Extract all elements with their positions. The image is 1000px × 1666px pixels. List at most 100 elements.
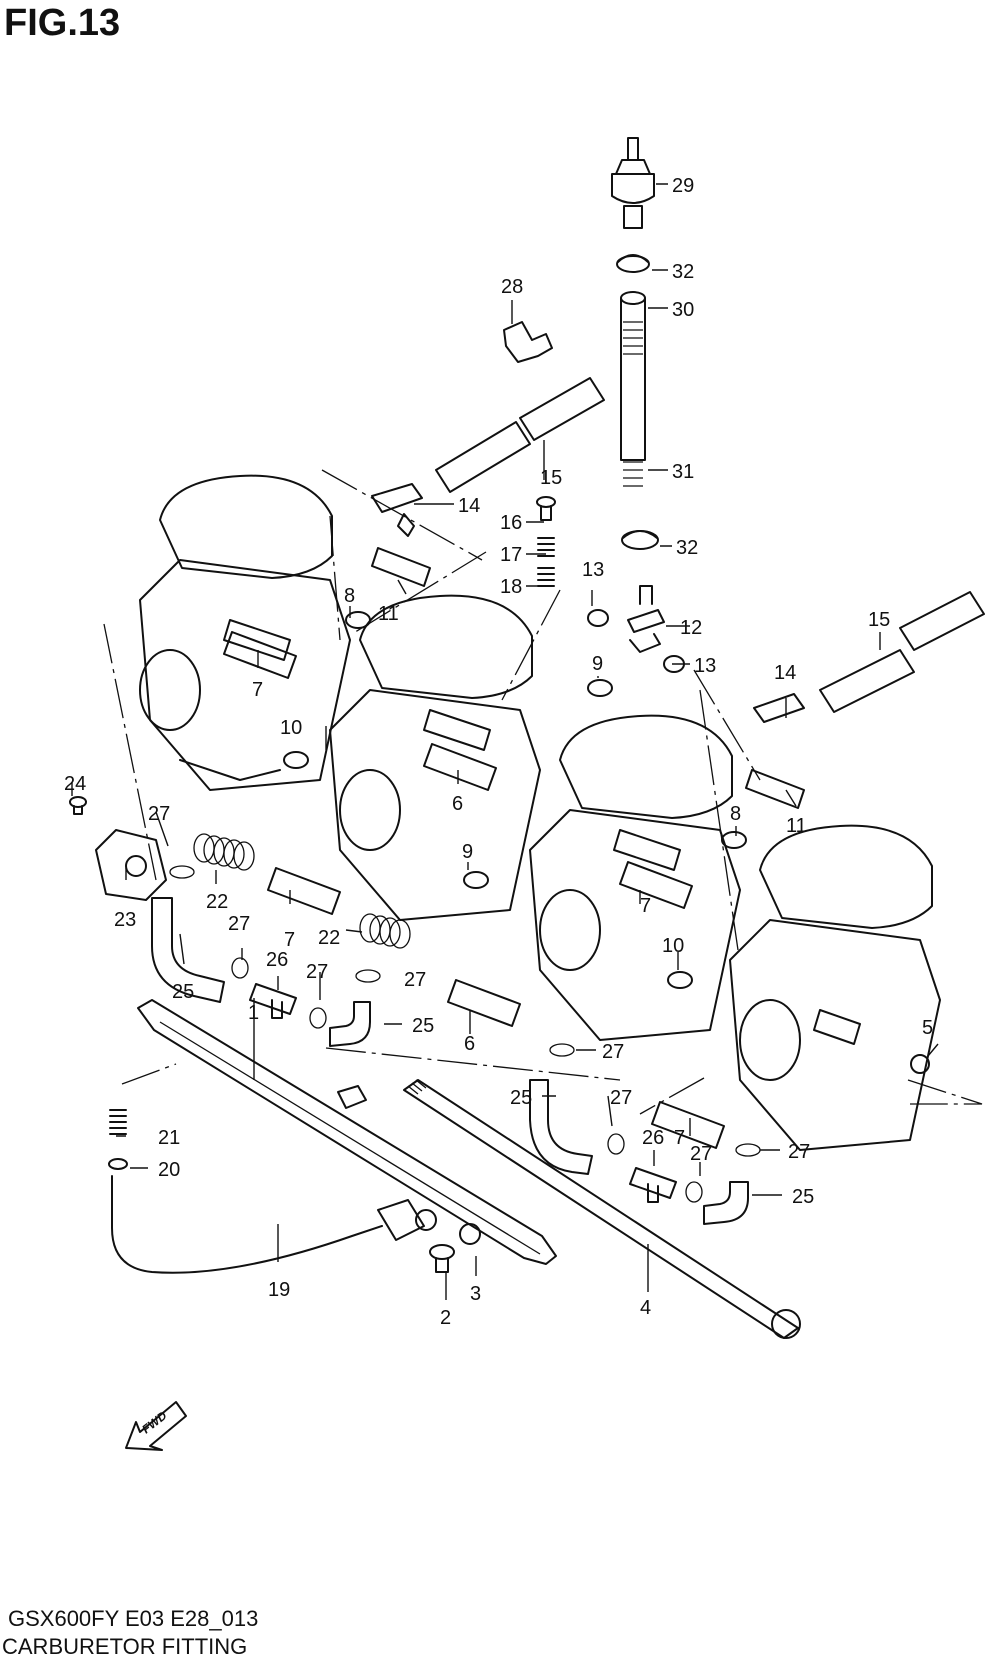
fuel-hose	[620, 291, 646, 487]
washer-20	[108, 1158, 128, 1170]
hose-7c	[619, 861, 693, 909]
callout-29: 29	[672, 175, 694, 197]
callout-11: 11	[786, 815, 807, 837]
callout-15: 15	[540, 467, 562, 489]
callout-20: 20	[158, 1159, 180, 1181]
choke-cable	[111, 1175, 437, 1274]
callout-27: 27	[610, 1087, 632, 1109]
callout-26: 26	[266, 949, 288, 971]
callout-8: 8	[344, 585, 355, 607]
clip-27f	[607, 1133, 625, 1155]
cap-10b	[667, 971, 693, 989]
carburetor-3	[529, 714, 741, 1041]
callout-25: 25	[792, 1186, 814, 1208]
vent-hose-upper-right	[753, 591, 985, 723]
callout-16: 16	[500, 512, 522, 534]
cap-9b	[463, 871, 489, 889]
carburetor-2	[329, 594, 541, 921]
cap-9a	[587, 679, 613, 697]
fuel-filter	[611, 137, 655, 229]
callout-14: 14	[458, 495, 480, 517]
callout-23: 23	[114, 909, 136, 931]
hose-7b	[267, 867, 341, 915]
clip-27a	[169, 865, 195, 879]
callout-leaders	[71, 183, 939, 1300]
callout-6: 6	[464, 1033, 475, 1055]
callout-3: 3	[470, 1283, 481, 1305]
hose-7d	[651, 1101, 725, 1149]
callout-8: 8	[730, 803, 741, 825]
callout-14: 14	[774, 662, 796, 684]
clip-27c	[231, 957, 249, 979]
callout-15: 15	[868, 609, 890, 631]
callout-24: 24	[64, 773, 86, 795]
callout-27: 27	[602, 1041, 624, 1063]
callout-32: 32	[672, 261, 694, 283]
callout-6: 6	[452, 793, 463, 815]
spring-18	[537, 567, 555, 587]
callout-17: 17	[500, 544, 522, 566]
callout-27: 27	[690, 1143, 712, 1165]
washer-3	[459, 1223, 481, 1245]
carburetor-4	[729, 824, 941, 1151]
callout-7: 7	[284, 929, 295, 951]
hose-6b	[447, 979, 521, 1027]
callout-13: 13	[694, 655, 716, 677]
callout-18: 18	[500, 576, 522, 598]
hose-6a	[423, 743, 497, 791]
callout-12: 12	[680, 617, 702, 639]
callout-9: 9	[462, 841, 473, 863]
callout-7: 7	[674, 1127, 685, 1149]
hose-11a	[371, 547, 431, 587]
callout-28: 28	[501, 276, 523, 298]
carburetor-1	[139, 474, 351, 791]
hose-clamp-lower	[621, 530, 659, 550]
spring-17	[537, 537, 555, 557]
callout-labels: 29 32 28 30 31 15 14 16 32 17 18 13 12 1…	[64, 175, 933, 1329]
clip-27d	[309, 1007, 327, 1029]
figure-name: CARBURETOR FITTING	[2, 1634, 248, 1659]
t-joint-26b	[629, 1167, 677, 1203]
callout-19: 19	[268, 1279, 290, 1301]
callout-25: 25	[172, 981, 194, 1003]
rod	[403, 1079, 801, 1339]
fwd-arrow-icon: FWD	[125, 1401, 187, 1451]
elbow-hose-25a	[151, 897, 225, 1003]
elbow-hose-25b	[329, 1001, 371, 1047]
vent-hose-upper-left	[371, 377, 605, 537]
t-joint-26a	[249, 983, 297, 1019]
callout-27: 27	[788, 1141, 810, 1163]
callout-27: 27	[228, 913, 250, 935]
callout-10: 10	[280, 717, 302, 739]
callout-27: 27	[404, 969, 426, 991]
callout-30: 30	[672, 299, 694, 321]
clip-27e	[549, 1043, 575, 1057]
elbow-hose-25d	[703, 1181, 749, 1225]
clip-27b	[355, 969, 381, 983]
callout-9: 9	[592, 653, 603, 675]
callout-27: 27	[148, 803, 170, 825]
callout-31: 31	[672, 461, 694, 483]
callout-1: 1	[248, 1002, 259, 1024]
callout-26: 26	[642, 1127, 664, 1149]
callout-22: 22	[206, 891, 228, 913]
callout-13: 13	[582, 559, 604, 581]
clip	[503, 321, 553, 363]
spring-22b	[359, 913, 411, 949]
adjust-screw	[536, 496, 556, 521]
callout-27: 27	[306, 961, 328, 983]
clip-27h	[735, 1143, 761, 1157]
callout-25: 25	[510, 1087, 532, 1109]
figure-title: FIG.13	[4, 2, 121, 44]
callout-10: 10	[662, 935, 684, 957]
cap-10a	[283, 751, 309, 769]
bolt-2	[429, 1244, 455, 1273]
washer-5	[910, 1054, 930, 1074]
t-joint	[627, 585, 665, 653]
callout-25: 25	[412, 1015, 434, 1037]
throttle-position-sensor	[95, 829, 167, 901]
hose-clamp-upper	[616, 254, 650, 273]
spring-21	[109, 1109, 127, 1135]
spring-22a	[193, 833, 255, 871]
